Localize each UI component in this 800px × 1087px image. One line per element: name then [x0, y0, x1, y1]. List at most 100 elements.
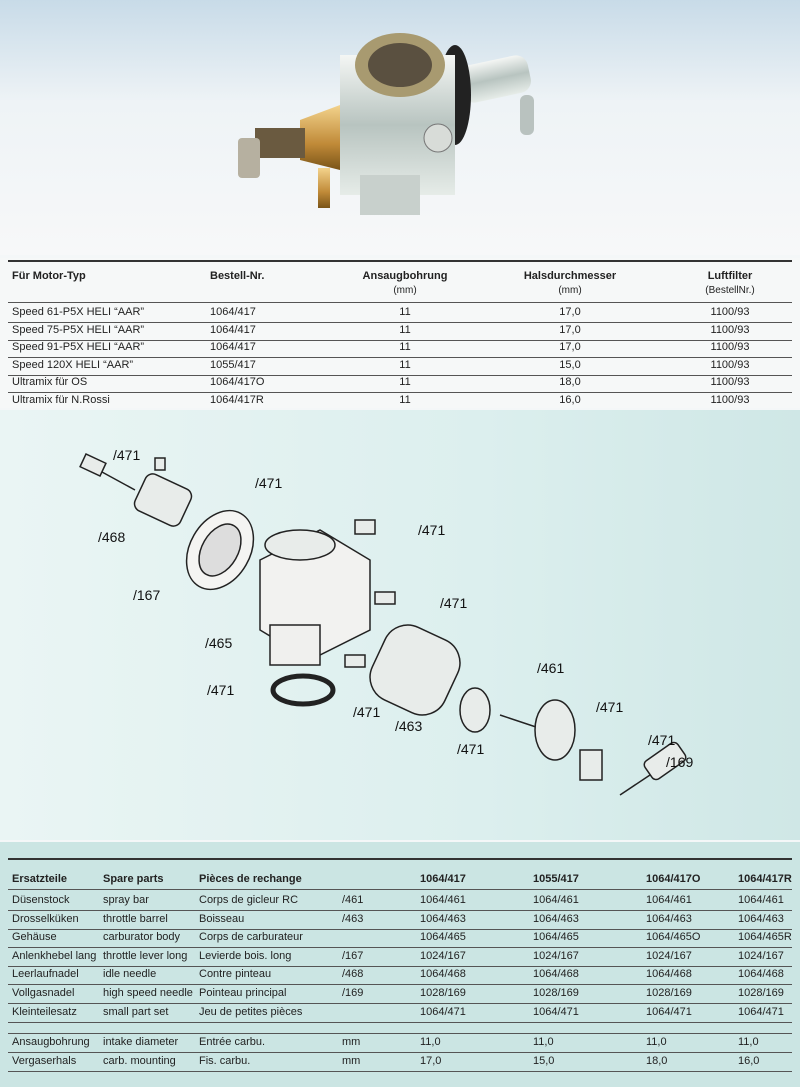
- parts-cell: Gehäuse: [12, 931, 57, 944]
- parts-cell: Düsenstock: [12, 894, 70, 906]
- parts-cell: 1064/461: [646, 894, 692, 906]
- dimension-cell: mm: [342, 1054, 361, 1067]
- spec-cell: 1100/93: [710, 376, 750, 388]
- spec-cell: Speed 91-P5X HELI “AAR”: [12, 341, 145, 353]
- parts-cell: 1064/471: [533, 1005, 579, 1018]
- parts-cell: /167: [342, 949, 364, 962]
- dimension-cell: 11,0: [420, 1036, 441, 1048]
- row-divider: [8, 357, 792, 358]
- carburetor-photo: [0, 0, 800, 255]
- parts-cell: 1028/169: [420, 987, 466, 999]
- parts-cell: Levierde bois. long: [199, 949, 292, 962]
- spec-cell: 1100/93: [710, 323, 750, 336]
- part-label: /471: [113, 447, 141, 463]
- spec-cell: 17,0: [559, 341, 581, 353]
- spec-cell: 1100/93: [710, 393, 750, 406]
- parts-cell: 1064/465: [533, 931, 579, 944]
- parts-cell: 1064/471: [738, 1005, 784, 1018]
- spec-cell: 15,0: [559, 358, 581, 371]
- parts-header: 1064/417O: [646, 873, 701, 885]
- dimension-cell: Vergaserhals: [12, 1054, 77, 1067]
- subheader-mm: (mm): [393, 285, 417, 296]
- part-label: /471: [596, 699, 624, 715]
- exploded-parts-drawing: [79, 453, 687, 796]
- parts-cell: Contre pinteau: [199, 968, 272, 981]
- part-label: /471: [457, 741, 485, 757]
- dimension-cell: Ansaugbohrung: [12, 1036, 90, 1048]
- parts-cell: 1064/461: [533, 894, 579, 906]
- parts-cell: 1028/169: [646, 987, 692, 999]
- parts-cell: 1064/468: [738, 968, 784, 981]
- header-intake-bore: Ansaugbohrung: [362, 270, 448, 282]
- spec-cell: Ultramix für N.Rossi: [12, 393, 110, 406]
- parts-cell: Corps de carburateur: [199, 931, 303, 944]
- spec-cell: 11: [399, 358, 411, 371]
- dimension-cell: Entrée carbu.: [199, 1036, 266, 1048]
- spec-cell: Ultramix für OS: [12, 376, 88, 388]
- spec-cell: 11: [399, 393, 411, 406]
- spec-cell: Speed 120X HELI “AAR”: [12, 358, 134, 371]
- part-label: /471: [255, 475, 283, 491]
- dimension-cell: mm: [342, 1036, 361, 1048]
- dimension-cell: 11,0: [533, 1036, 554, 1048]
- spec-cell: Speed 61-P5X HELI “AAR”: [12, 306, 145, 318]
- parts-cell: Boisseau: [199, 912, 245, 925]
- part-label: /471: [207, 682, 235, 698]
- dimension-cell: 15,0: [533, 1054, 555, 1067]
- parts-cell: Corps de gicleur RC: [199, 894, 299, 906]
- parts-cell: high speed needle: [103, 987, 193, 999]
- parts-cell: Jeu de petites pièces: [199, 1005, 303, 1018]
- parts-cell: 1064/468: [646, 968, 692, 981]
- parts-cell: /169: [342, 987, 364, 999]
- spec-cell: 1100/93: [710, 341, 750, 353]
- parts-cell: 1064/471: [646, 1005, 692, 1018]
- motor-spec-table: Für Motor-Typ Bestell-Nr. Ansaugbohrung …: [0, 258, 800, 411]
- row-divider: [8, 889, 792, 890]
- parts-cell: 1064/468: [420, 968, 466, 981]
- spec-cell: 1064/417: [210, 323, 256, 336]
- parts-cell: 1064/461: [738, 894, 784, 906]
- parts-cell: 1064/463: [533, 912, 579, 925]
- parts-header: 1064/417R: [738, 873, 792, 885]
- parts-cell: idle needle: [103, 968, 157, 981]
- parts-cell: Leerlaufnadel: [12, 968, 79, 981]
- row-divider: [8, 339, 792, 341]
- spec-cell: 11: [399, 323, 411, 336]
- parts-cell: /461: [342, 894, 364, 906]
- exploded-view-diagram: /471 /471 /468 /167 /471 /471 /465 /471 …: [0, 410, 800, 840]
- spec-cell: 1055/417: [210, 358, 256, 371]
- part-label: /471: [418, 522, 446, 538]
- part-label: /468: [98, 529, 126, 545]
- parts-header: Ersatzteile: [12, 873, 68, 885]
- spec-cell: 1100/93: [710, 306, 750, 318]
- parts-header: Spare parts: [103, 873, 164, 885]
- row-divider: [8, 984, 792, 986]
- parts-cell: Pointeau principal: [199, 987, 287, 999]
- parts-cell: Vollgasnadel: [12, 987, 75, 999]
- parts-cell: 1064/463: [420, 912, 466, 925]
- part-label: /167: [133, 587, 161, 603]
- parts-cell: 1024/167: [420, 949, 466, 962]
- spec-cell: 1064/417: [210, 306, 256, 318]
- dimension-cell: carb. mounting: [103, 1054, 176, 1067]
- part-label: /463: [395, 718, 423, 734]
- spec-cell: 11: [399, 376, 411, 388]
- parts-header: 1055/417: [533, 873, 579, 885]
- parts-cell: /463: [342, 912, 364, 925]
- spec-cell: 1064/417: [210, 341, 256, 353]
- row-divider: [8, 302, 792, 303]
- parts-cell: 1064/463: [646, 912, 692, 925]
- parts-cell: 1028/169: [533, 987, 579, 999]
- row-divider: [8, 910, 792, 911]
- parts-cell: small part set: [103, 1005, 169, 1018]
- row-divider: [8, 1021, 792, 1023]
- dimension-cell: 11,0: [738, 1036, 759, 1048]
- part-label: /471: [353, 704, 381, 720]
- spec-cell: 17,0: [559, 306, 581, 318]
- parts-cell: throttle lever long: [103, 949, 188, 962]
- spec-cell: 17,0: [559, 323, 581, 336]
- parts-cell: 1064/465R: [738, 931, 792, 944]
- dimension-cell: 17,0: [420, 1054, 442, 1067]
- parts-cell: 1024/167: [646, 949, 692, 962]
